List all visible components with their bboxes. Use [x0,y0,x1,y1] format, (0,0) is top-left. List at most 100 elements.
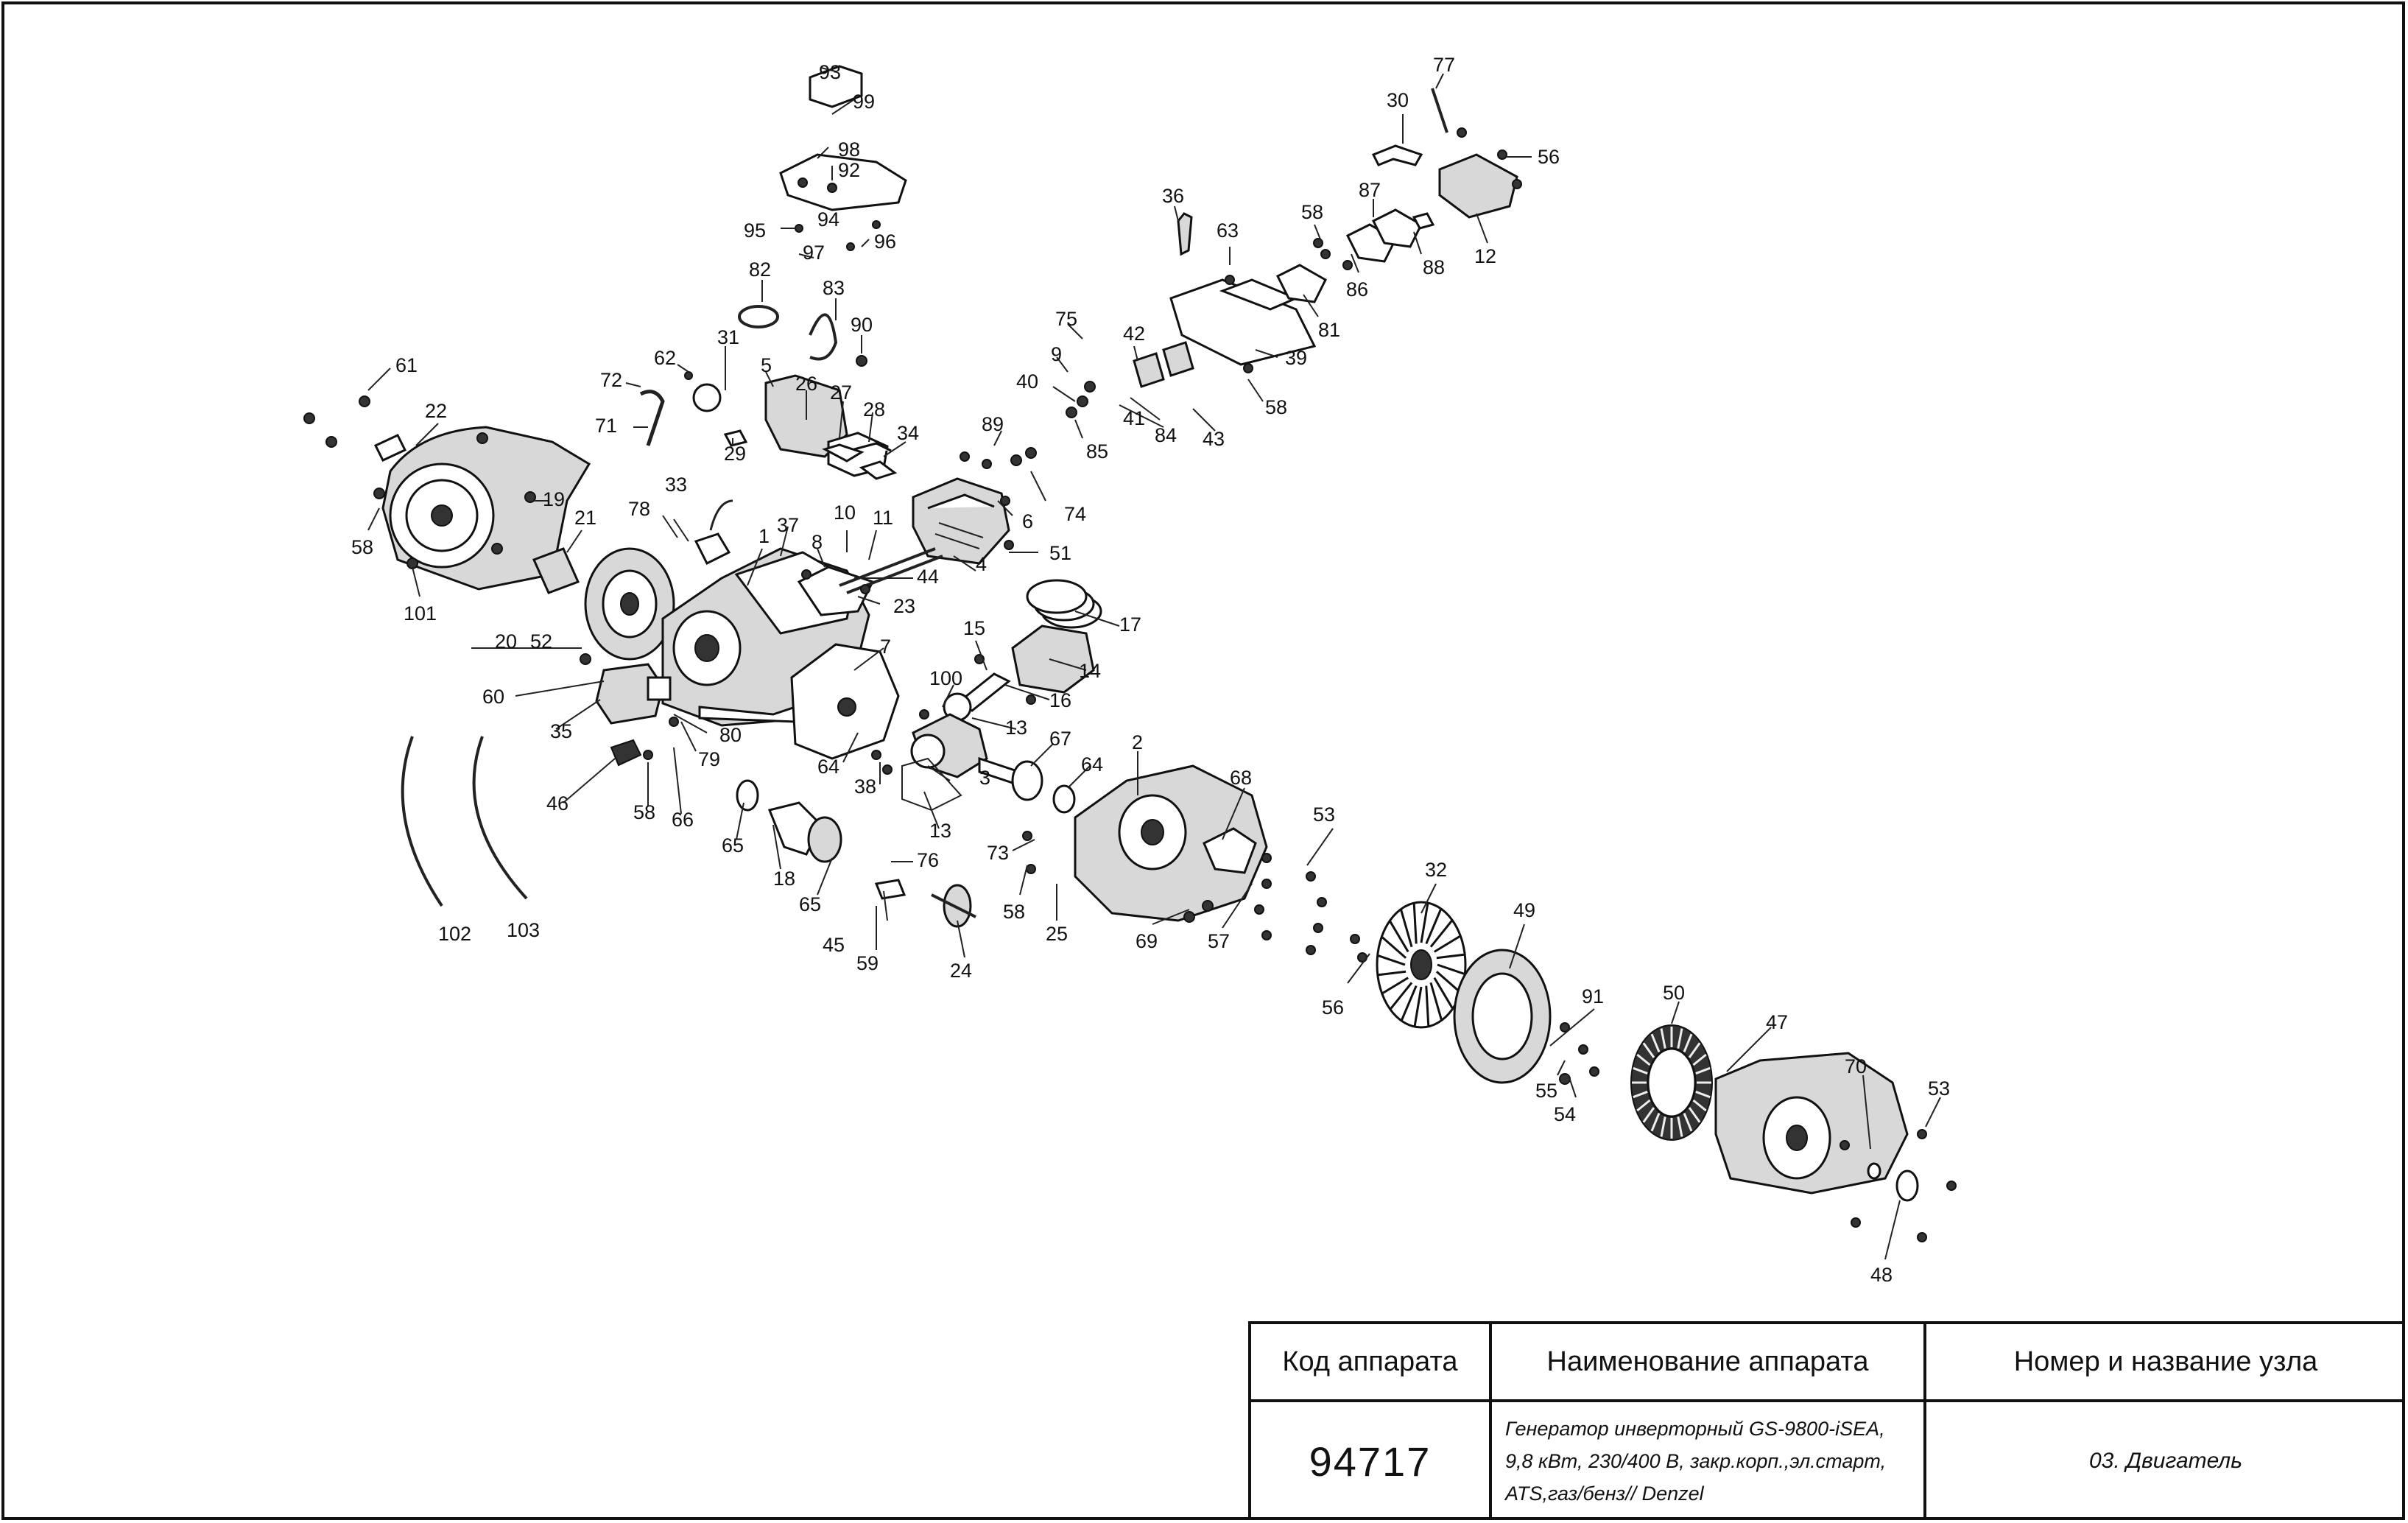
callout-38: 38 [854,775,876,798]
callout-59: 59 [856,952,879,974]
callout-58-c: 58 [1003,901,1025,923]
callout-48: 48 [1870,1264,1893,1286]
stator-winding [1677,1116,1683,1137]
header-unit: Номер и название узла [1926,1324,2405,1402]
stator-winding [1695,1066,1711,1074]
callout-8: 8 [812,531,823,553]
stator-winding [1650,1033,1661,1053]
callout-89: 89 [982,413,1004,435]
callout-94: 94 [817,208,839,231]
callout-74: 74 [1064,503,1086,525]
fan-blade [1388,920,1409,953]
callout-13: 13 [1005,717,1027,739]
callout-56: 56 [1322,996,1344,1019]
callout-34: 34 [897,422,919,444]
callout-18: 18 [773,868,795,890]
callout-102: 102 [438,923,471,945]
callout-76: 76 [917,849,939,871]
callout-80: 80 [719,724,742,746]
callout-64: 64 [817,756,839,778]
stator-winding [1695,1091,1711,1099]
callout-86: 86 [1346,278,1368,300]
callout-28: 28 [863,398,885,421]
callout-42: 42 [1123,323,1145,345]
callout-78: 78 [628,498,650,520]
callout-24: 24 [950,960,972,982]
callout-58: 58 [351,536,373,558]
callout-61: 61 [395,354,418,376]
callout-99: 99 [853,91,875,113]
callout-30: 30 [1387,89,1409,111]
fan-blade [1433,977,1454,1010]
callout-36: 36 [1162,185,1184,207]
callout-1: 1 [758,525,770,547]
callout-82: 82 [749,258,771,281]
callout-9: 9 [1051,343,1062,365]
callout-22: 22 [425,400,447,422]
callout-75: 75 [1055,308,1077,330]
fan-blade [1381,935,1407,959]
callout-83: 83 [823,277,845,299]
callout-95: 95 [744,219,766,242]
callout-16: 16 [1049,689,1071,711]
callout-79: 79 [698,748,720,770]
callout-68: 68 [1230,767,1252,789]
fan-blade [1425,908,1443,945]
callout-2: 2 [1132,731,1143,753]
callout-66: 66 [672,809,694,831]
callout-47: 47 [1766,1011,1788,1033]
callout-73: 73 [987,842,1009,864]
callout-12: 12 [1474,245,1496,267]
callout-44: 44 [917,566,939,588]
fasteners [303,127,1957,1242]
fan-blade [1425,985,1430,1027]
callout-90: 90 [851,314,873,336]
device-name: Генератор инверторный GS-9800-iSEA, 9,8 … [1492,1402,1926,1520]
callout-88: 88 [1423,256,1445,278]
callout-64-b: 64 [1081,753,1103,775]
callout-52: 52 [530,630,552,653]
callout-62: 62 [654,347,676,369]
callout-4: 4 [976,553,987,575]
callout-60: 60 [482,686,504,708]
title-block: Код аппарата Наименование аппарата Номер… [1248,1321,2405,1520]
callout-100: 100 [929,667,962,689]
fan-blade [1437,963,1465,976]
callout-32: 32 [1425,859,1447,881]
callout-53: 53 [1313,803,1335,826]
header-name: Наименование аппарата [1492,1324,1926,1402]
callout-69: 69 [1136,930,1158,952]
fan-blade [1420,902,1429,943]
callout-91: 91 [1582,985,1604,1007]
stator-winding [1633,1091,1648,1099]
callout-49: 49 [1513,899,1535,921]
callout-7: 7 [880,636,891,658]
fan-blade [1413,986,1423,1027]
callout-77: 77 [1433,54,1455,76]
callout-71: 71 [595,415,617,437]
callout-26: 26 [795,373,817,395]
callout-41: 41 [1123,407,1145,429]
callout-50: 50 [1663,982,1685,1004]
callout-84: 84 [1155,424,1177,446]
stator-winding [1660,1116,1666,1137]
callout-15: 15 [963,617,985,639]
callout-17: 17 [1119,613,1141,636]
callout-56-b: 56 [1538,146,1560,168]
stator-winding [1636,1053,1651,1066]
fan-blade [1381,977,1409,995]
callout-37: 37 [777,514,799,536]
callout-14: 14 [1079,660,1101,682]
fan-blade [1429,919,1454,948]
callout-98: 98 [838,138,860,161]
cooling-fan [1376,901,1467,1029]
fan-blade [1429,982,1443,1021]
device-code: 94717 [1251,1402,1492,1520]
callout-6: 6 [1022,510,1033,532]
callout-25: 25 [1046,923,1068,945]
callout-51: 51 [1049,542,1071,564]
fan-blade [1389,982,1413,1010]
callout-65-b: 65 [799,893,821,915]
